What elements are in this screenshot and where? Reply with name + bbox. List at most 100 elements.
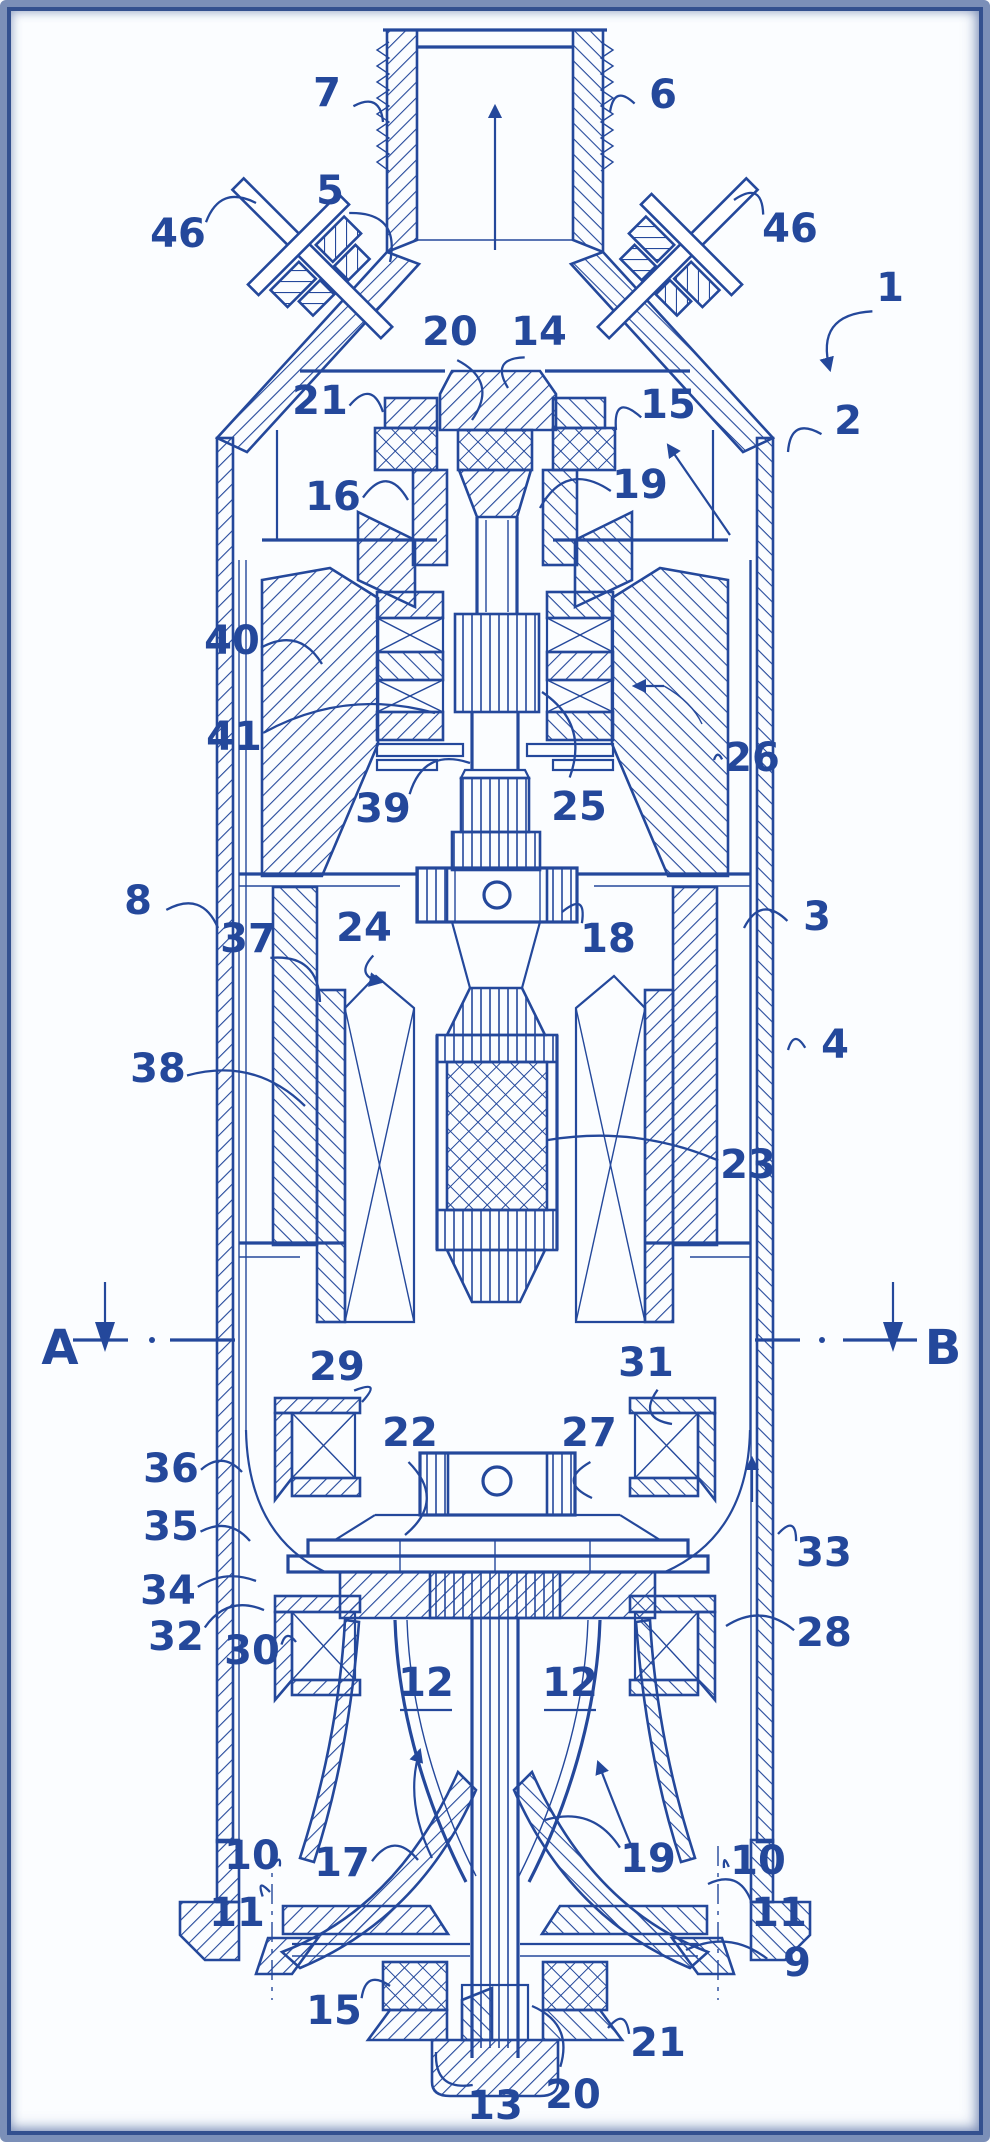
ref-label-33: 33	[777, 1524, 852, 1576]
ref-label-19: 19	[544, 1815, 676, 1882]
svg-text:1: 1	[876, 265, 904, 311]
rotor-core	[445, 1060, 549, 1212]
svg-text:38: 38	[130, 1046, 186, 1092]
svg-text:25: 25	[551, 784, 607, 830]
svg-text:11: 11	[751, 1890, 807, 1936]
impeller-pin-hole	[481, 1465, 513, 1497]
discharge-neck	[375, 28, 615, 254]
upper-chamber	[262, 369, 731, 542]
svg-text:15: 15	[306, 1988, 362, 2034]
svg-text:16: 16	[305, 474, 361, 520]
ref-label-13: 13	[434, 2051, 523, 2129]
ref-label-34: 34	[140, 1568, 257, 1614]
svg-text:17: 17	[314, 1840, 370, 1886]
svg-text:31: 31	[618, 1340, 674, 1386]
svg-text:2: 2	[834, 398, 862, 444]
ref-label-23: 23	[547, 1134, 776, 1188]
svg-text:14: 14	[511, 309, 567, 355]
ref-label-11: 11	[209, 1884, 271, 1936]
ref-label-16: 16	[305, 474, 409, 520]
svg-text:15: 15	[640, 382, 696, 428]
ref-label-25: 25	[541, 691, 607, 830]
svg-text:11: 11	[209, 1890, 265, 1936]
svg-text:24: 24	[336, 905, 392, 951]
svg-text:10: 10	[224, 1833, 280, 1879]
ref-label-10: 10	[722, 1838, 786, 1884]
ref-label-7: 7	[313, 70, 385, 123]
ref-label-9: 9	[685, 1940, 811, 1986]
svg-text:12: 12	[398, 1660, 454, 1706]
ref-label-40: 40	[204, 618, 323, 665]
ref-label-36: 36	[143, 1446, 243, 1492]
thrust-collar	[239, 866, 751, 989]
svg-text:8: 8	[124, 878, 152, 924]
svg-text:9: 9	[783, 1940, 811, 1986]
svg-text:30: 30	[224, 1628, 280, 1674]
svg-text:12: 12	[542, 1660, 598, 1706]
svg-text:27: 27	[561, 1410, 617, 1456]
svg-text:3: 3	[803, 894, 831, 940]
ref-label-6: 6	[608, 72, 677, 118]
ref-label-28: 28	[725, 1610, 852, 1656]
bearing-left-upper	[375, 616, 445, 654]
svg-text:19: 19	[620, 1836, 676, 1882]
ref-label-11: 11	[707, 1878, 807, 1936]
cable-gland-right	[595, 176, 760, 341]
ref-label-30: 30	[224, 1628, 297, 1674]
cable-gland-left	[230, 176, 395, 341]
svg-text:41: 41	[206, 714, 262, 760]
section-line-AB	[73, 1282, 917, 1352]
ref-label-4: 4	[786, 1022, 849, 1068]
ref-label-21: 21	[292, 378, 385, 424]
ref-label-2: 2	[786, 398, 862, 453]
svg-text:22: 22	[382, 1410, 438, 1456]
section-letter-B: B	[925, 1320, 962, 1376]
ref-label-26: 26	[712, 735, 780, 781]
bearing-right-lower	[545, 678, 615, 714]
svg-text:20: 20	[422, 309, 478, 355]
ref-label-15: 15	[306, 1978, 391, 2034]
ref-label-46: 46	[733, 191, 818, 252]
bearing-right-upper	[545, 616, 615, 654]
svg-text:21: 21	[630, 2020, 686, 2066]
lower-bearing-right	[628, 1396, 760, 1504]
svg-text:35: 35	[143, 1504, 199, 1550]
svg-text:34: 34	[140, 1568, 196, 1614]
ref-label-15: 15	[614, 382, 696, 431]
svg-text:5: 5	[316, 168, 344, 214]
ref-label-27: 27	[561, 1410, 617, 1500]
svg-text:33: 33	[796, 1530, 852, 1576]
ref-label-20: 20	[422, 309, 484, 421]
svg-text:18: 18	[580, 916, 636, 962]
lower-seal-assembly	[365, 1960, 625, 2098]
svg-text:36: 36	[143, 1446, 199, 1492]
ref-label-8: 8	[124, 878, 220, 929]
svg-text:4: 4	[821, 1022, 849, 1068]
ref-label-32: 32	[148, 1604, 265, 1660]
ref-label-14: 14	[500, 309, 567, 389]
ref-label-38: 38	[130, 1046, 306, 1107]
ref-label-18: 18	[561, 902, 636, 962]
ref-label-12: 12	[398, 1660, 454, 1712]
section-letter-A: A	[41, 1320, 78, 1376]
ref-label-46: 46	[150, 195, 257, 257]
upper-bearing-unit	[260, 509, 730, 878]
ref-label-22: 22	[382, 1410, 438, 1536]
ref-label-41: 41	[206, 702, 436, 760]
ref-label-35: 35	[143, 1504, 251, 1550]
svg-text:13: 13	[467, 2083, 523, 2129]
ref-label-20: 20	[531, 2004, 601, 2118]
svg-text:7: 7	[313, 70, 341, 116]
stator-winding-left	[343, 974, 416, 1324]
flow-arrow-chamber	[666, 443, 731, 536]
svg-text:40: 40	[204, 618, 260, 664]
svg-text:39: 39	[355, 786, 411, 832]
svg-text:19: 19	[612, 462, 668, 508]
svg-text:6: 6	[649, 72, 677, 118]
ref-label-19: 19	[538, 462, 668, 509]
stator-winding-right	[574, 974, 647, 1324]
svg-text:46: 46	[150, 211, 206, 257]
ref-label-21: 21	[607, 2017, 686, 2066]
